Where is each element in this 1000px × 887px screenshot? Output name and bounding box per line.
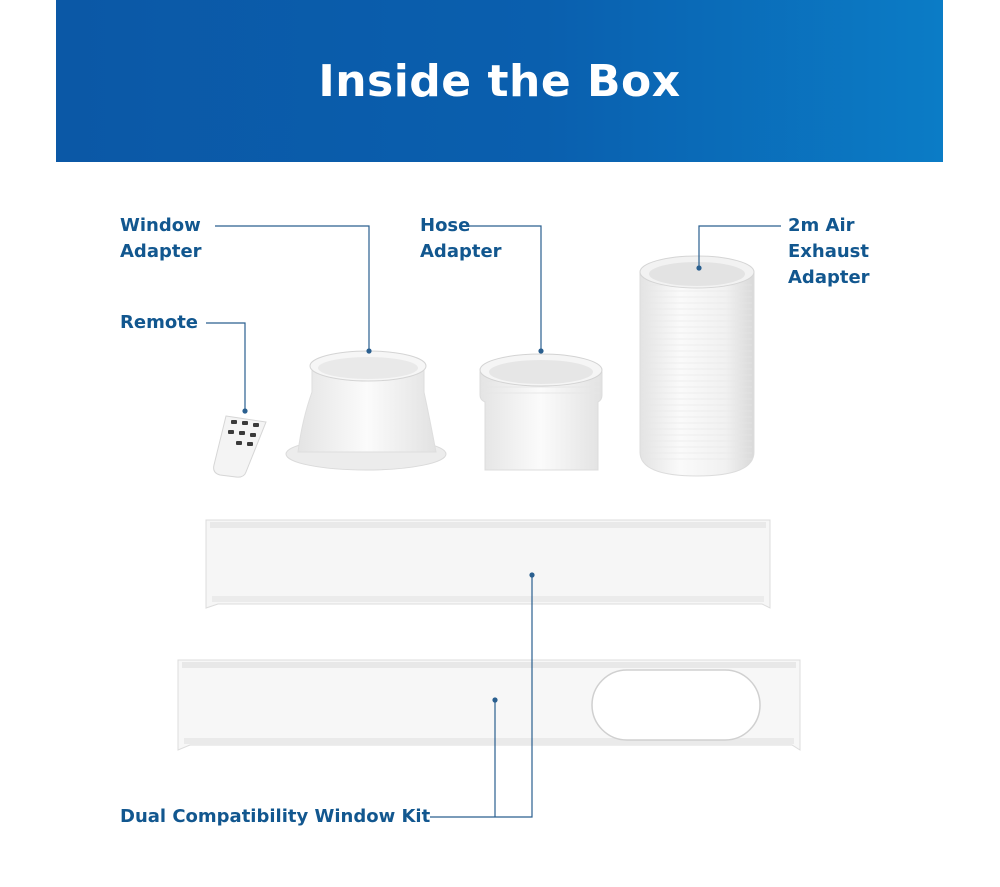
label-exhaust-adapter: 2m Air Exhaust Adapter <box>788 215 870 288</box>
label-hose-adapter: Hose Adapter <box>420 215 502 262</box>
remote-control <box>213 415 267 478</box>
exhaust-hose <box>639 255 755 477</box>
hose-cutout <box>591 669 761 741</box>
page-title: Inside the Box <box>318 55 681 107</box>
hose-adapter <box>479 353 603 471</box>
label-remote: Remote <box>120 312 199 333</box>
window-panel-lower <box>177 659 801 751</box>
label-window-kit: Dual Compatibility Window Kit <box>120 806 431 827</box>
label-window-adapter: Window Adapter <box>120 215 202 262</box>
leader-dots <box>242 265 702 703</box>
remote-buttons <box>228 420 259 446</box>
header-banner: Inside the Box <box>56 0 943 162</box>
leader-lines <box>206 225 781 818</box>
window-adapter <box>285 350 447 471</box>
window-panel-upper <box>205 519 771 609</box>
